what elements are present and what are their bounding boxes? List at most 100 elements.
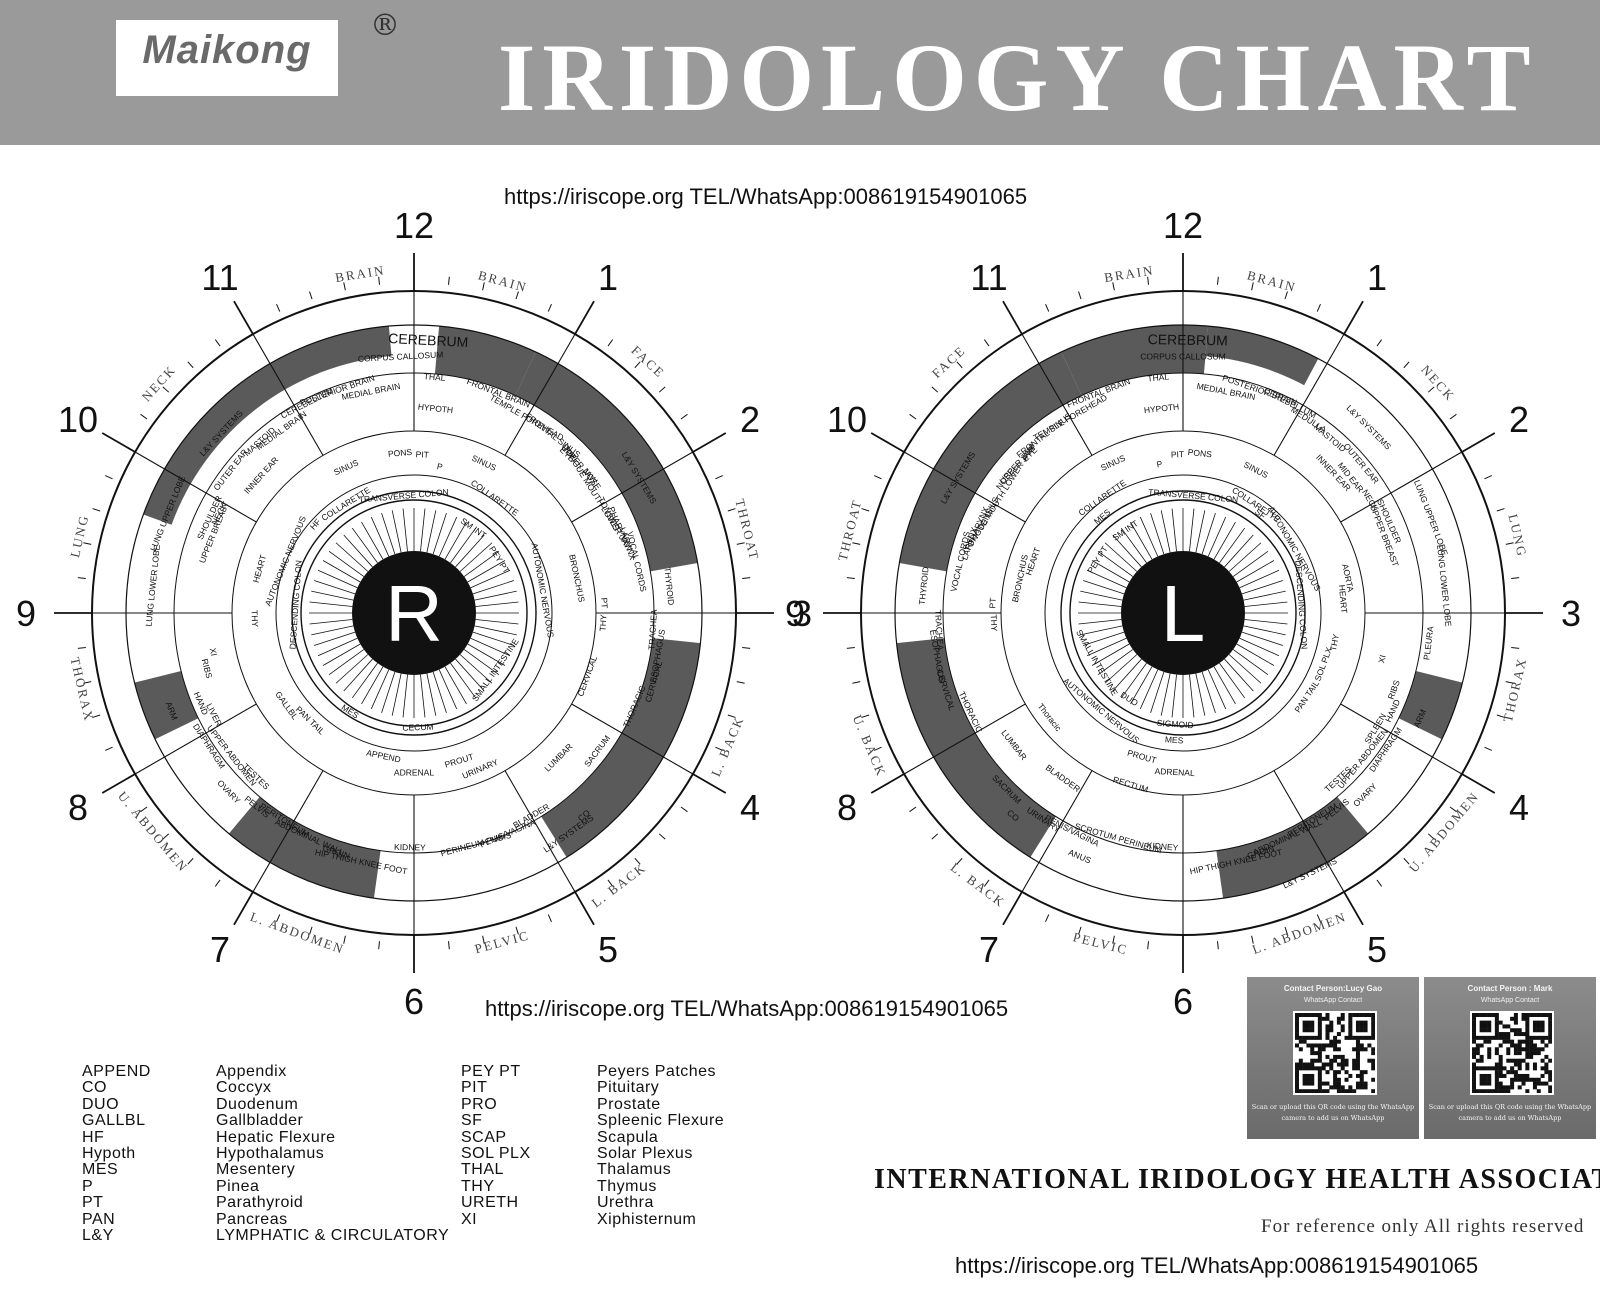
iris-spoke xyxy=(1104,654,1138,684)
iris-spoke xyxy=(328,550,365,577)
qr-module xyxy=(1513,1032,1518,1037)
iris-spoke xyxy=(1160,510,1171,553)
clock-minute-tick xyxy=(162,833,170,840)
qr-module xyxy=(1371,1028,1376,1033)
iris-spoke xyxy=(475,619,519,625)
qr-module xyxy=(1325,1054,1330,1059)
qr-module xyxy=(1317,1066,1322,1071)
iris-spoke xyxy=(474,590,517,601)
clock-minute-tick xyxy=(1251,935,1254,944)
iris-spoke xyxy=(455,534,485,568)
zone-label: SINUS xyxy=(332,457,360,477)
zone-label: SIGMOID xyxy=(1157,718,1194,731)
clock-minute-tick xyxy=(1496,714,1505,718)
clock-minute-tick xyxy=(187,857,194,865)
whatsapp-qr-card-lucy[interactable]: Contact Person:Lucy Gao WhatsApp Contact… xyxy=(1247,977,1419,1139)
qr-module xyxy=(1310,1089,1315,1094)
qr-module xyxy=(1498,1066,1503,1071)
qr-module xyxy=(1336,1085,1341,1090)
qr-module xyxy=(1483,1013,1488,1018)
zone-label: XI xyxy=(208,647,219,657)
qr-module xyxy=(1513,1070,1518,1075)
qr-module xyxy=(1295,1085,1300,1090)
zone-divider xyxy=(504,770,576,893)
qr-module xyxy=(1371,1058,1376,1063)
qr-module xyxy=(1536,1089,1541,1094)
zone-divider xyxy=(134,703,257,775)
clock-hour-tick xyxy=(870,773,905,794)
qr-module xyxy=(1314,1058,1319,1063)
legend-entry: Scapula xyxy=(597,1128,659,1146)
qr-module xyxy=(1359,1028,1364,1033)
qr-module xyxy=(1483,1077,1488,1082)
iris-spoke xyxy=(1224,534,1254,568)
legend-entry: Parathyroid xyxy=(216,1194,304,1212)
qr-module xyxy=(1344,1077,1349,1082)
dark-zone-band xyxy=(134,671,199,740)
qr-module xyxy=(1529,1035,1534,1040)
qr-module xyxy=(1532,1066,1537,1071)
legend-entry: URETH xyxy=(461,1194,519,1212)
legend-entry: SF xyxy=(461,1112,483,1130)
iris-spoke xyxy=(1219,662,1246,699)
clock-number: 1 xyxy=(1367,257,1387,298)
clock-minute-tick xyxy=(105,746,113,751)
clock-minute-tick xyxy=(607,339,614,347)
qr-module xyxy=(1487,1035,1492,1040)
qr-module xyxy=(1363,1024,1368,1029)
qr-module xyxy=(1472,1081,1477,1086)
qr-module xyxy=(1494,1032,1499,1037)
qr-code-icon[interactable] xyxy=(1293,1011,1377,1095)
iris-spoke xyxy=(1086,569,1127,589)
qr-module xyxy=(1344,1035,1349,1040)
zone-divider xyxy=(571,451,694,523)
qr-module xyxy=(1310,1035,1315,1040)
qr-module xyxy=(1532,1085,1537,1090)
iris-spoke xyxy=(467,643,506,666)
dark-zone-band xyxy=(1216,796,1369,899)
qr-module xyxy=(1510,1070,1515,1075)
qr-module xyxy=(1352,1013,1357,1018)
dark-zone-band xyxy=(541,638,701,858)
qr-module xyxy=(1306,1089,1311,1094)
qr-module xyxy=(1487,1039,1492,1044)
iris-spoke xyxy=(1097,550,1134,577)
iris-spoke xyxy=(328,649,365,676)
whatsapp-qr-card-mark[interactable]: Contact Person : Mark WhatsApp Contact S… xyxy=(1424,977,1596,1139)
qr-module xyxy=(1498,1070,1503,1075)
qr-module xyxy=(1532,1051,1537,1056)
zone-label: PEY PT xyxy=(1085,544,1109,575)
clock-number: 4 xyxy=(740,787,760,828)
iris-spoke xyxy=(335,654,369,684)
clock-minute-tick xyxy=(83,681,92,684)
qr-module xyxy=(1302,1013,1307,1018)
qr-module xyxy=(1525,1066,1530,1071)
qr-module xyxy=(1544,1070,1549,1075)
qr-module xyxy=(1525,1035,1530,1040)
legend-entry: PRO xyxy=(461,1095,498,1113)
zone-label: ANUS xyxy=(1067,847,1093,866)
iris-spoke xyxy=(322,643,361,666)
outer-body-label: PELVIC xyxy=(473,927,531,956)
clock-minute-tick xyxy=(634,361,641,369)
qr-module xyxy=(1302,1077,1307,1082)
qr-module xyxy=(1506,1070,1511,1075)
clock-minute-tick xyxy=(1427,833,1435,840)
qr-module xyxy=(1306,1024,1311,1029)
qr-module xyxy=(1487,1028,1492,1033)
qr-module xyxy=(1348,1024,1353,1029)
qr-module xyxy=(1336,1070,1341,1075)
outer-body-label: L. ABDOMEN xyxy=(1250,909,1349,957)
dark-zone-band xyxy=(143,326,392,525)
clock-number: 11 xyxy=(201,257,238,298)
legend-entry: DUO xyxy=(82,1095,120,1113)
iris-spoke xyxy=(463,649,500,676)
qr-module xyxy=(1475,1051,1480,1056)
iris-spoke xyxy=(335,542,369,572)
clock-minute-tick xyxy=(727,508,736,512)
qr-module xyxy=(1483,1028,1488,1033)
qr-code-icon[interactable] xyxy=(1470,1011,1554,1095)
iris-spoke xyxy=(450,662,477,699)
qr-module xyxy=(1498,1085,1503,1090)
clock-hour-tick xyxy=(233,300,254,335)
